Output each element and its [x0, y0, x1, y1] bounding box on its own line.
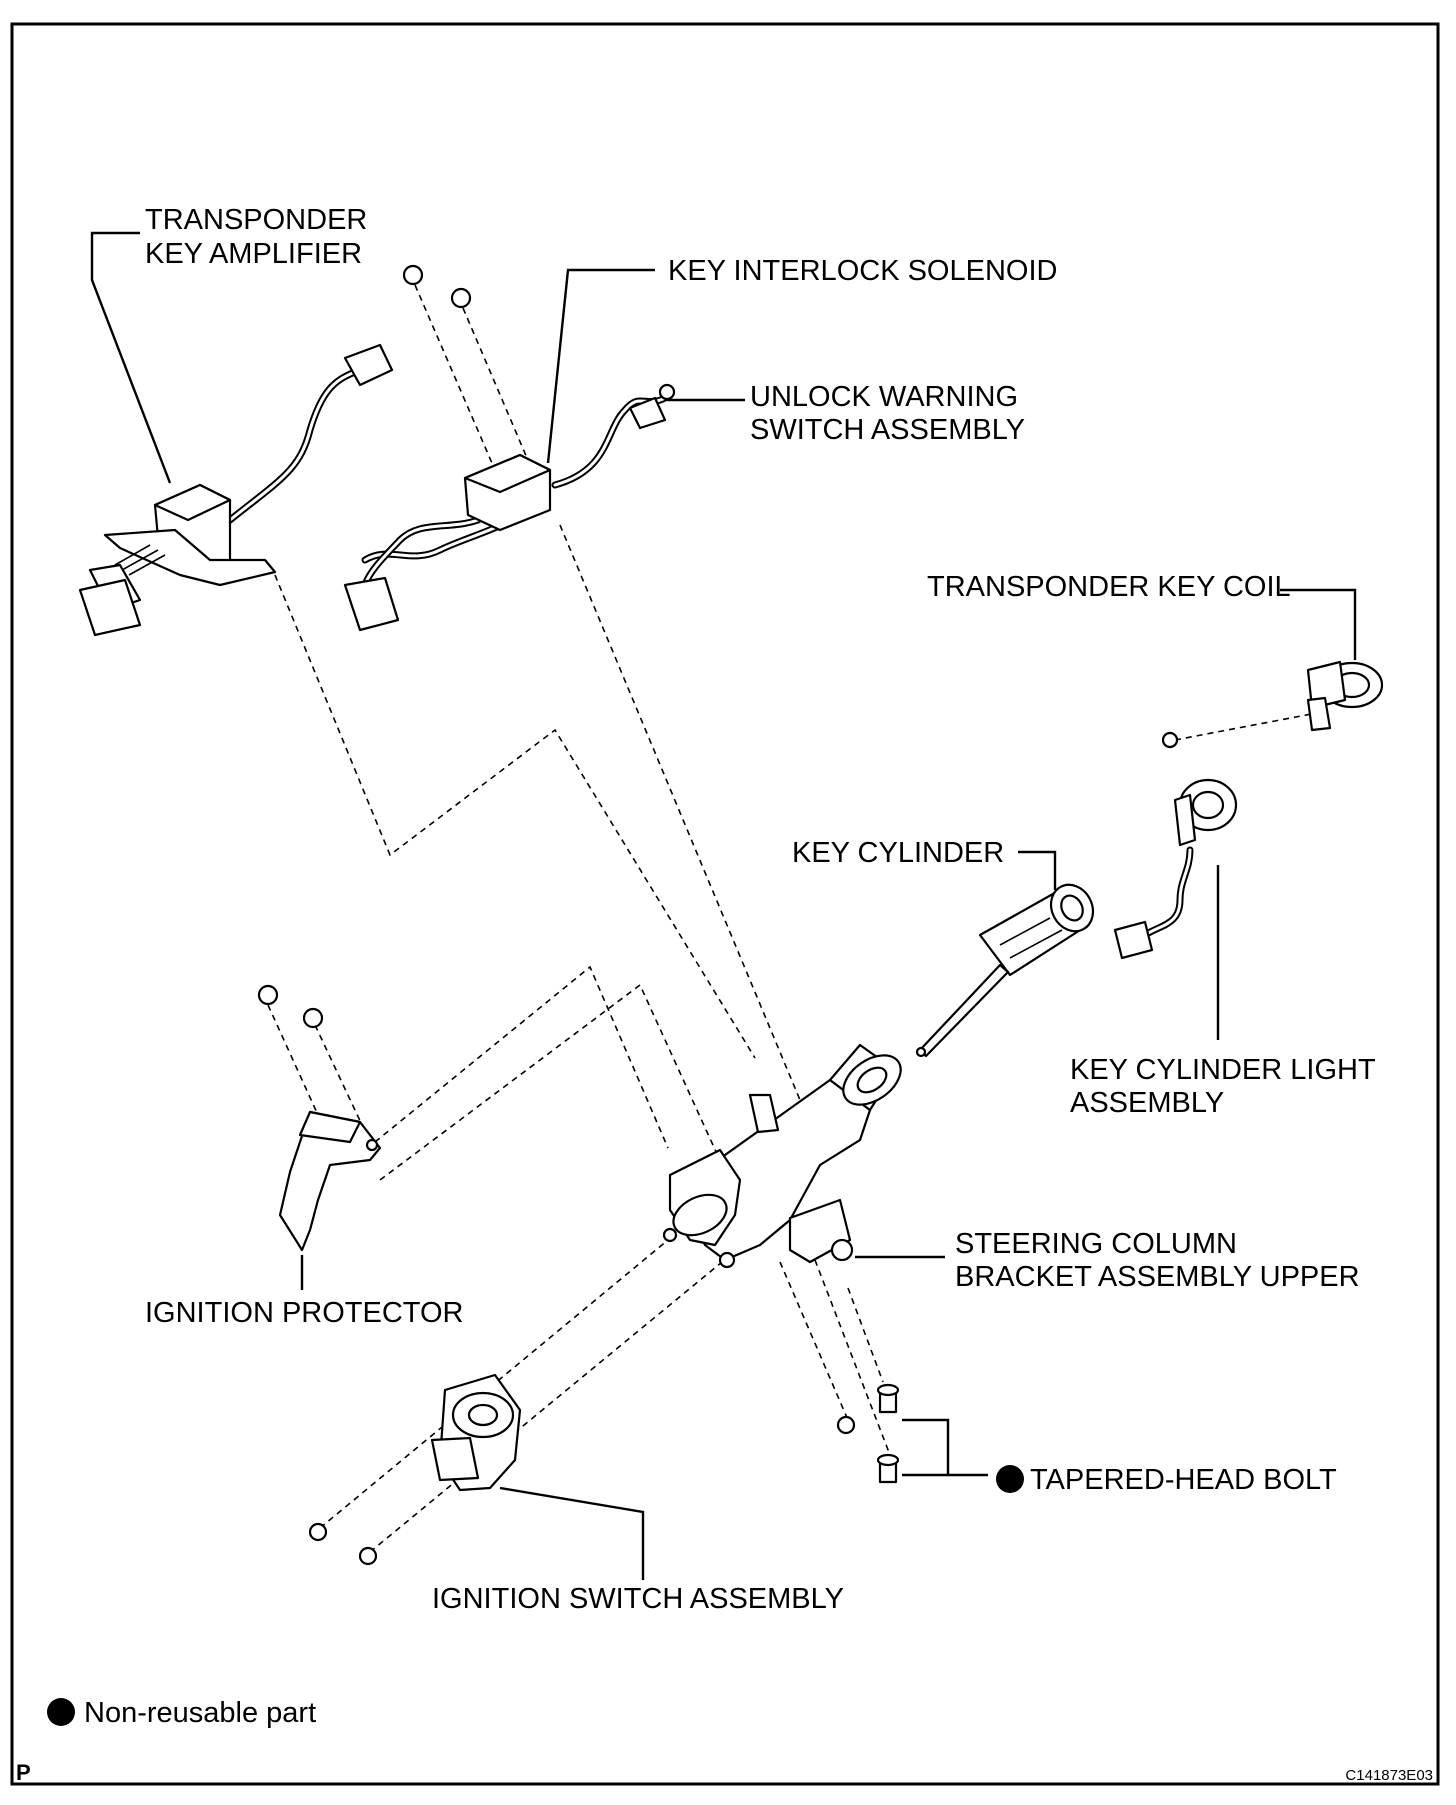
- non-reusable-marker-bolt: [996, 1465, 1024, 1493]
- label-key-cylinder-light-line1: KEY CYLINDER LIGHT: [1070, 1054, 1376, 1086]
- label-tapered-head-bolt: TAPERED-HEAD BOLT: [1030, 1464, 1337, 1496]
- steering-column-bracket-part: [662, 1043, 902, 1269]
- transponder-key-amplifier-part: [78, 343, 394, 637]
- figure-code: C141873E03: [1345, 1767, 1433, 1784]
- label-transponder-key-coil: TRANSPONDER KEY COIL: [927, 571, 1291, 603]
- footer-p-mark: P: [16, 1760, 31, 1785]
- top-screws: [402, 264, 1179, 749]
- label-steering-column-bracket-line2: BRACKET ASSEMBLY UPPER: [955, 1261, 1360, 1293]
- label-unlock-warning-switch-line1: UNLOCK WARNING: [750, 381, 1018, 413]
- assembly-dashed-lines: [267, 284, 1323, 1553]
- key-cylinder-light-assembly-part: [1113, 778, 1238, 960]
- label-steering-column-bracket-line1: STEERING COLUMN: [955, 1228, 1237, 1260]
- label-transponder-key-amplifier-line1: TRANSPONDER: [145, 204, 367, 236]
- label-key-interlock-solenoid: KEY INTERLOCK SOLENOID: [668, 255, 1057, 287]
- non-reusable-legend-marker: [47, 1698, 75, 1726]
- label-ignition-protector: IGNITION PROTECTOR: [145, 1297, 463, 1329]
- label-ignition-switch-assembly: IGNITION SWITCH ASSEMBLY: [432, 1583, 844, 1615]
- key-interlock-solenoid-part: [343, 383, 676, 632]
- ignition-switch-assembly-part: [308, 1373, 522, 1566]
- key-cylinder-part: [915, 883, 1095, 1058]
- ignition-protector-part: [257, 984, 382, 1252]
- label-key-cylinder-light-line2: ASSEMBLY: [1070, 1087, 1224, 1119]
- label-unlock-warning-switch-line2: SWITCH ASSEMBLY: [750, 414, 1025, 446]
- leader-lines: [90, 231, 1357, 1580]
- tapered-head-bolts-part: [836, 1383, 900, 1484]
- label-transponder-key-amplifier-line2: KEY AMPLIFIER: [145, 238, 362, 270]
- legend-non-reusable: Non-reusable part: [84, 1697, 316, 1729]
- transponder-key-coil-part: [1306, 660, 1384, 732]
- label-key-cylinder: KEY CYLINDER: [792, 837, 1004, 869]
- diagram-frame: [10, 22, 1440, 1786]
